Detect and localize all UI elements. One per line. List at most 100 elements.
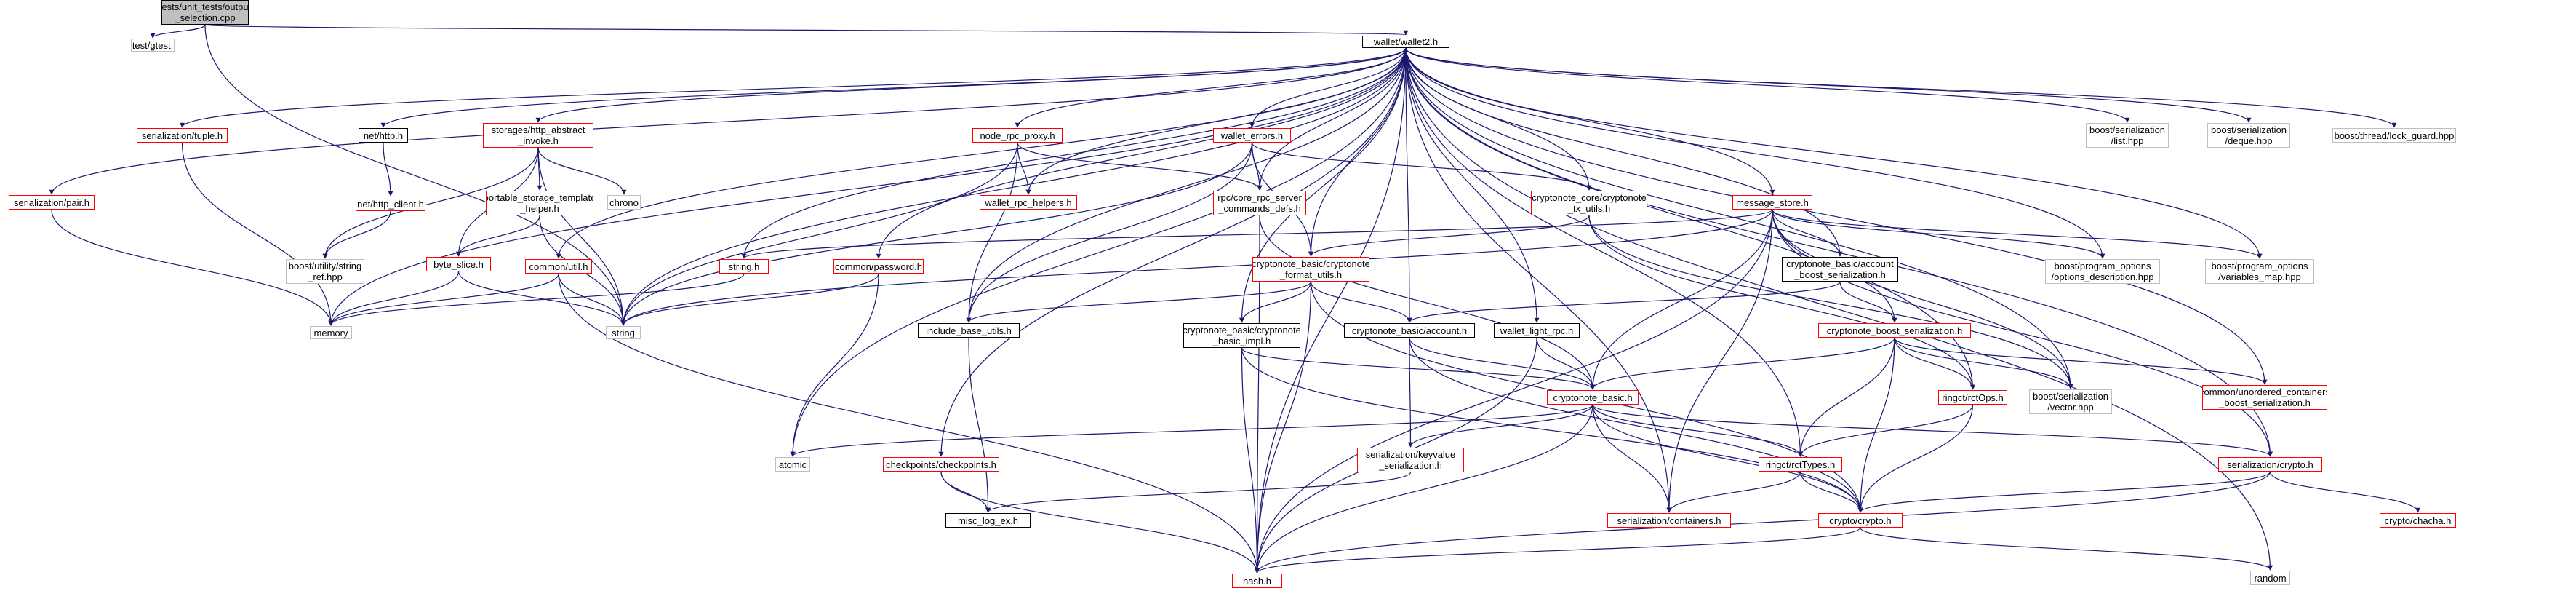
edge-walleterrors-to-txutils [1251, 142, 1592, 191]
edge-cnboostser-to-unordered [1894, 337, 2268, 385]
node-noderpc[interactable]: node_rpc_proxy.h [972, 128, 1063, 143]
edge-wallet2-to-optdesc [1405, 47, 2105, 259]
edge-layer [49, 24, 2420, 574]
edge-wallet2-to-sercontainers [1405, 47, 1672, 513]
node-accountboost[interactable]: cryptonote_basic/account _boost_serializ… [1782, 257, 1898, 282]
edge-formatutils-to-basicimpl [1239, 281, 1312, 323]
node-walleterrors[interactable]: wallet_errors.h [1213, 128, 1291, 143]
edge-sercrypto-to-hashh [1255, 471, 2271, 574]
node-optdesc[interactable]: boost/program_options /options_descripti… [2045, 259, 2160, 284]
edge-messagestore-to-sercontainers [1666, 209, 1773, 513]
node-cnbasic[interactable]: cryptonote_basic.h [1547, 390, 1639, 405]
edge-wallet2-to-password [876, 47, 1407, 259]
edge-walletlightrpc-to-cnbasic [1536, 337, 1596, 390]
node-sertuple[interactable]: serialization/tuple.h [137, 128, 228, 143]
edge-messagestore-to-string [620, 209, 1773, 326]
node-boostvector[interactable]: boost/serialization /vector.hpp [2029, 389, 2112, 414]
node-chacha[interactable]: crypto/chacha.h [2380, 513, 2456, 528]
node-walletlightrpc[interactable]: wallet_light_rpc.h [1494, 323, 1580, 338]
node-bslist[interactable]: boost/serialization /list.hpp [2086, 123, 2169, 148]
node-checkpoints[interactable]: checkpoints/checkpoints.h [883, 457, 999, 472]
edge-wallet2-to-unordered [1405, 47, 2268, 385]
edge-wallet2-to-account [1405, 47, 1412, 323]
node-rcttypes[interactable]: ringct/rctTypes.h [1759, 457, 1842, 472]
node-wallet2[interactable]: wallet/wallet2.h [1362, 36, 1449, 48]
node-serpair[interactable]: serialization/pair.h [9, 195, 95, 210]
node-password[interactable]: common/password.h [833, 259, 924, 274]
node-stringh[interactable]: string.h [719, 259, 769, 274]
edge-wallet2-to-walleterrors [1249, 47, 1407, 128]
edge-wallet2-to-random [1405, 47, 2273, 571]
node-walletrpc[interactable]: wallet_rpc_helpers.h [980, 195, 1077, 210]
node-portable[interactable]: portable_storage_template _helper.h [486, 191, 593, 215]
edge-noderpc-to-string [620, 142, 1018, 326]
node-keyvalue[interactable]: serialization/keyvalue _serialization.h [1357, 448, 1464, 472]
node-rctops[interactable]: ringct/rctOps.h [1938, 390, 2007, 405]
edge-commonutil-to-memory [328, 273, 559, 326]
node-byteslice[interactable]: byte_slice.h [426, 257, 491, 271]
edge-coredefs-to-cnbasic [1259, 215, 1596, 390]
node-varmap[interactable]: boost/program_options /variables_map.hpp [2205, 259, 2314, 284]
edge-wallet2-to-hashh [1255, 47, 1407, 574]
edge-sercrypto-to-cryptoh [1857, 471, 2271, 513]
node-messagestore[interactable]: message_store.h [1732, 195, 1812, 210]
edge-wallet2-to-messagestore [1405, 47, 1775, 195]
node-sercrypto[interactable]: serialization/crypto.h [2218, 457, 2322, 472]
edge-cryptoh-to-hashh [1255, 527, 1861, 574]
node-string[interactable]: string [606, 326, 641, 339]
edge-cnbasic-to-cryptoh [1592, 404, 1863, 513]
node-coredefs[interactable]: rpc/core_rpc_server _commands_defs.h [1213, 191, 1306, 215]
node-misclog[interactable]: misc_log_ex.h [945, 513, 1031, 528]
node-storages[interactable]: storages/http_abstract _invoke.h [483, 123, 593, 148]
node-lockguard[interactable]: boost/thread/lock_guard.hpp [2332, 128, 2456, 143]
edge-rcttypes-to-sercontainers [1666, 471, 1801, 513]
edge-cnboostser-to-rctops [1894, 337, 1975, 390]
edge-commonutil-to-string [558, 273, 626, 326]
node-bsdeque[interactable]: boost/serialization /deque.hpp [2207, 123, 2290, 148]
node-root[interactable]: tests/unit_tests/output _selection.cpp [161, 0, 249, 25]
node-gtest[interactable]: gtest/gtest.h [131, 39, 175, 52]
edge-wallet2-to-walletlightrpc [1405, 47, 1540, 323]
edge-wallet2-to-rcttypes [1405, 47, 1803, 457]
node-unordered[interactable]: common/unordered_containers _boost_seria… [2202, 385, 2327, 410]
edge-wallet2-to-accountboost [1405, 47, 1843, 257]
node-random[interactable]: random [2250, 571, 2290, 585]
edge-cryptoh-to-random [1860, 527, 2273, 571]
edge-cnboostser-to-rcttypes [1798, 337, 1895, 457]
node-atomic[interactable]: atomic [775, 457, 810, 472]
node-chrono[interactable]: chrono [607, 195, 641, 210]
edge-cnbasic-to-sercontainers [1592, 404, 1672, 513]
node-stringref[interactable]: boost/utility/string _ref.hpp [286, 259, 364, 284]
node-formatutils[interactable]: cryptonote_basic/cryptonote _format_util… [1252, 257, 1369, 282]
node-nethttp[interactable]: net/http.h [359, 128, 408, 143]
edge-accountboost-to-account [1407, 281, 1841, 323]
node-commonutil[interactable]: common/util.h [525, 259, 592, 274]
node-sercontainers[interactable]: serialization/containers.h [1607, 513, 1731, 528]
edge-account-to-cnbasic [1409, 337, 1596, 390]
edge-account-to-cryptoh [1409, 337, 1863, 513]
node-hashh[interactable]: hash.h [1232, 574, 1282, 588]
edge-rctops-to-rcttypes [1798, 404, 1974, 457]
edge-sertuple-to-memory [181, 142, 334, 326]
edge-wallet2-to-varmap [1405, 47, 2263, 259]
edge-basicimpl-to-cnbasic [1241, 347, 1596, 390]
node-includebase[interactable]: include_base_utils.h [918, 323, 1020, 338]
node-cnboostser[interactable]: cryptonote_boost_serialization.h [1818, 323, 1971, 338]
edge-root-to-wallet2 [204, 24, 1407, 36]
node-basicimpl[interactable]: cryptonote_basic/cryptonote _basic_impl.… [1183, 323, 1300, 348]
node-txutils[interactable]: cryptonote_core/cryptonote _tx_utils.h [1531, 191, 1647, 215]
node-nethttpclient[interactable]: net/http_client.h [356, 197, 425, 211]
edge-storages-to-chrono [537, 147, 627, 195]
node-account[interactable]: cryptonote_basic/account.h [1344, 323, 1475, 338]
edge-wallet2-to-memory [328, 47, 1407, 326]
edge-rctops-to-cryptoh [1857, 404, 1974, 513]
edge-txutils-to-boostvector [1588, 215, 2073, 389]
node-memory[interactable]: memory [310, 326, 352, 339]
edge-basicimpl-to-hashh [1241, 347, 1260, 574]
edge-wallet2-to-walletrpc [1025, 47, 1407, 195]
node-cryptoh[interactable]: crypto/crypto.h [1818, 513, 1903, 528]
edge-storages-to-stringref [322, 147, 539, 259]
edge-wallet2-to-coredefs [1257, 47, 1407, 191]
